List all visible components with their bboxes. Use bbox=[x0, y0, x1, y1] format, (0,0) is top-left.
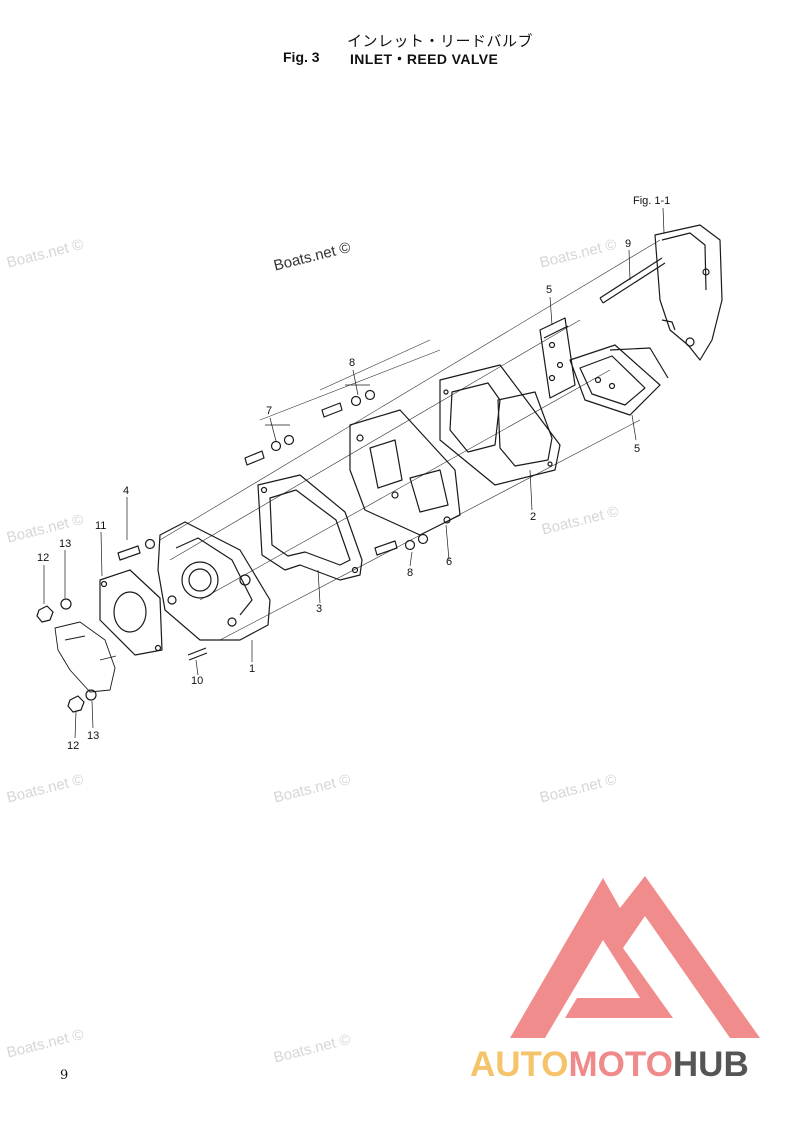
automotohub-wordmark: AUTOMOTOHUB bbox=[470, 1045, 749, 1085]
callout-3: 3 bbox=[316, 603, 323, 615]
nut-washer-upper bbox=[36, 598, 72, 623]
callout-13-lower: 13 bbox=[87, 730, 100, 742]
callout-13-upper: 13 bbox=[59, 538, 72, 550]
automotohub-logo-icon bbox=[510, 876, 760, 1038]
title-english: INLET・REED VALVE bbox=[350, 51, 499, 67]
reed-valve-5-lower bbox=[569, 344, 669, 416]
bolt-8-lower bbox=[374, 533, 429, 556]
callout-2: 2 bbox=[530, 511, 537, 523]
figure-reference: Fig. 1-1 bbox=[633, 195, 671, 207]
callout-6: 6 bbox=[446, 556, 453, 568]
carburetor-fragment bbox=[54, 621, 117, 693]
stud-10 bbox=[187, 647, 208, 661]
reed-plate-6 bbox=[349, 409, 461, 536]
callout-5-lower: 5 bbox=[634, 443, 641, 455]
logo-part-auto: AUTO bbox=[470, 1045, 569, 1084]
title-japanese: インレット・リードバルブ bbox=[347, 33, 534, 50]
callout-8-lower: 8 bbox=[407, 567, 414, 579]
callout-5-upper: 5 bbox=[546, 284, 553, 296]
bolt-4 bbox=[117, 538, 156, 561]
callout-1: 1 bbox=[249, 663, 256, 675]
callout-11: 11 bbox=[95, 520, 107, 532]
callout-7: 7 bbox=[266, 405, 273, 417]
logo-part-moto: MOTO bbox=[568, 1045, 673, 1084]
page-number: 9 bbox=[60, 1068, 69, 1083]
stud-bolt-9 bbox=[599, 257, 666, 304]
figure-number: Fig. 3 bbox=[283, 49, 320, 65]
callout-12-lower: 12 bbox=[67, 740, 80, 752]
logo-part-hub: HUB bbox=[672, 1045, 749, 1084]
intake-manifold-1 bbox=[157, 521, 271, 641]
bolt-8-upper bbox=[321, 389, 376, 418]
callout-4: 4 bbox=[123, 485, 130, 497]
reed-valve-5-upper bbox=[539, 317, 576, 399]
nut-washer-lower bbox=[67, 689, 97, 713]
bolt-7 bbox=[244, 434, 295, 466]
callout-10: 10 bbox=[191, 675, 204, 687]
callout-12-upper: 12 bbox=[37, 552, 50, 564]
gasket-2 bbox=[439, 364, 561, 486]
gasket-11 bbox=[99, 569, 163, 656]
callout-9: 9 bbox=[625, 238, 632, 250]
callout-8-upper: 8 bbox=[349, 357, 356, 369]
engine-block-fragment bbox=[654, 224, 723, 361]
leader-lines bbox=[43, 207, 665, 739]
alignment-lines bbox=[159, 239, 661, 641]
gasket-3 bbox=[257, 474, 363, 581]
